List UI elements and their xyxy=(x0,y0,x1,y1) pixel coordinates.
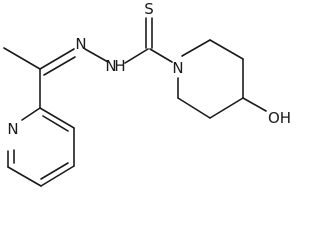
chemical-structure: S N N H N OH N xyxy=(3,0,291,187)
bond-py-1 xyxy=(39,107,75,129)
bond-c-n-double-b xyxy=(43,56,76,76)
bond-pip-4 xyxy=(209,97,244,119)
bond-cs-n-pip xyxy=(149,48,173,63)
atom-piperidine-n-label: N xyxy=(172,59,183,77)
bond-py-4 xyxy=(7,166,42,187)
bond-py-3 xyxy=(40,165,75,187)
atom-hydrazone-n-upper-label: N xyxy=(75,35,86,53)
bond-pip-1 xyxy=(181,39,211,57)
bond-methyl-c xyxy=(3,47,41,70)
atom-hydroxyl-label: OH xyxy=(268,109,291,127)
bond-n-n xyxy=(84,48,109,63)
bond-nh-cs xyxy=(124,48,149,64)
bond-pip-2 xyxy=(209,39,244,60)
atom-pyridine-n-label: N xyxy=(7,120,18,138)
bond-py-6 xyxy=(21,107,41,121)
atom-hydrazone-n-lower-label: N xyxy=(105,57,116,75)
bond-c-oh xyxy=(242,97,267,112)
atom-hydrazone-h-label: H xyxy=(114,57,125,75)
atom-sulfur-label: S xyxy=(144,0,154,18)
bond-py-1-inner xyxy=(42,115,69,132)
bond-py-3-inner xyxy=(40,162,69,180)
bond-pip-5 xyxy=(177,97,211,119)
bond-c-n-double-a xyxy=(39,48,75,70)
